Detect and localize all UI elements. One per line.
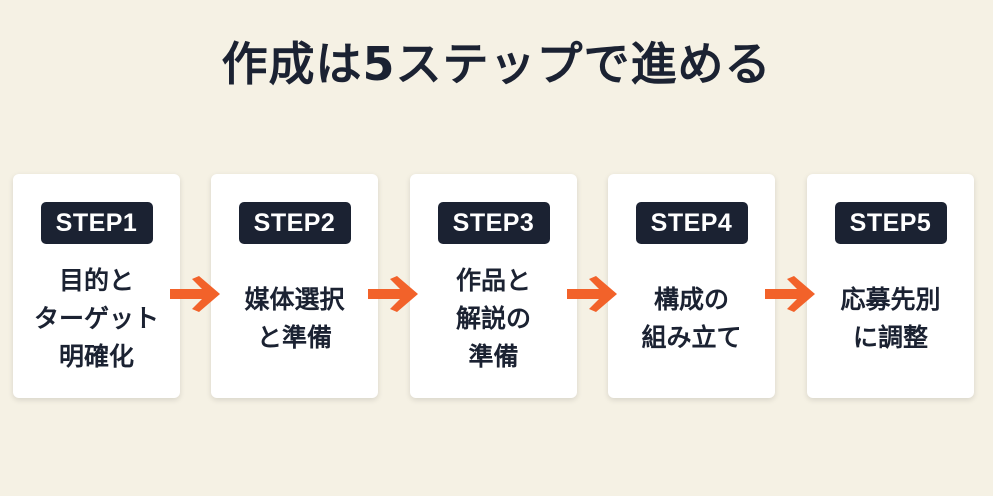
step-description-line: 目的と [58,266,134,295]
step-description-line: 解説の [455,304,531,333]
step-description-line: 明確化 [58,342,134,371]
arrow-right-icon [170,276,220,312]
step-description: 媒体選択 と準備 [211,258,378,380]
arrow-right-icon [765,276,815,312]
step-description-line: 構成の [653,285,729,314]
step-badge: STEP3 [437,202,550,244]
step-description-line: と準備 [256,323,332,352]
step-badge: STEP2 [238,202,351,244]
step-description: 目的と ターゲット 明確化 [13,258,180,380]
step-card-4: STEP4 構成の 組み立て [608,174,775,398]
step-description: 作品と 解説の 準備 [410,258,577,380]
step-description: 応募先別 に調整 [807,258,974,380]
step-card-1: STEP1 目的と ターゲット 明確化 [13,174,180,398]
step-badge: STEP1 [40,202,153,244]
step-description-line: 準備 [468,342,519,371]
step-description-line: 作品と [455,266,531,295]
page-title: 作成は5ステップで進める [221,37,772,91]
step-card-2: STEP2 媒体選択 と準備 [211,174,378,398]
step-card-5: STEP5 応募先別 に調整 [807,174,974,398]
step-badge: STEP4 [635,202,748,244]
step-description-line: に調整 [852,323,928,352]
step-description-line: 組み立て [641,323,742,352]
step-description-line: 応募先別 [840,285,941,314]
step-description: 構成の 組み立て [608,258,775,380]
arrow-right-icon [567,276,617,312]
step-description-line: ターゲット [33,304,159,333]
step-badge: STEP5 [834,202,947,244]
step-card-3: STEP3 作品と 解説の 準備 [410,174,577,398]
arrow-right-icon [368,276,418,312]
step-description-line: 媒体選択 [244,285,345,314]
